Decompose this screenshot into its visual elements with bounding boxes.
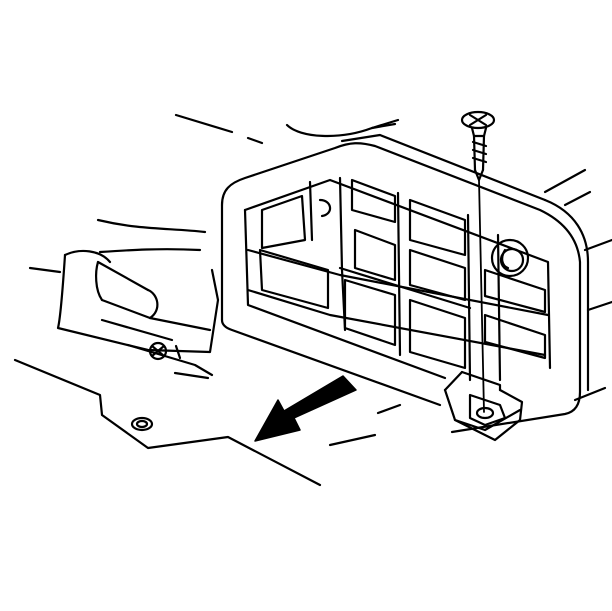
panel-plug-icon bbox=[490, 238, 530, 278]
screw bbox=[460, 110, 496, 413]
lever-bolt-icon bbox=[148, 341, 168, 361]
cover-panel bbox=[220, 133, 590, 434]
removal-arrow bbox=[254, 375, 357, 442]
tab-hole-icon bbox=[475, 406, 495, 420]
phillips-screw-icon bbox=[460, 110, 496, 130]
arrow-down-left-icon bbox=[254, 375, 357, 442]
background-lines bbox=[28, 113, 612, 447]
base-plate bbox=[13, 343, 322, 487]
mounting-tab bbox=[443, 370, 524, 442]
plate-hole-icon bbox=[130, 416, 154, 432]
side-lever bbox=[56, 249, 220, 361]
